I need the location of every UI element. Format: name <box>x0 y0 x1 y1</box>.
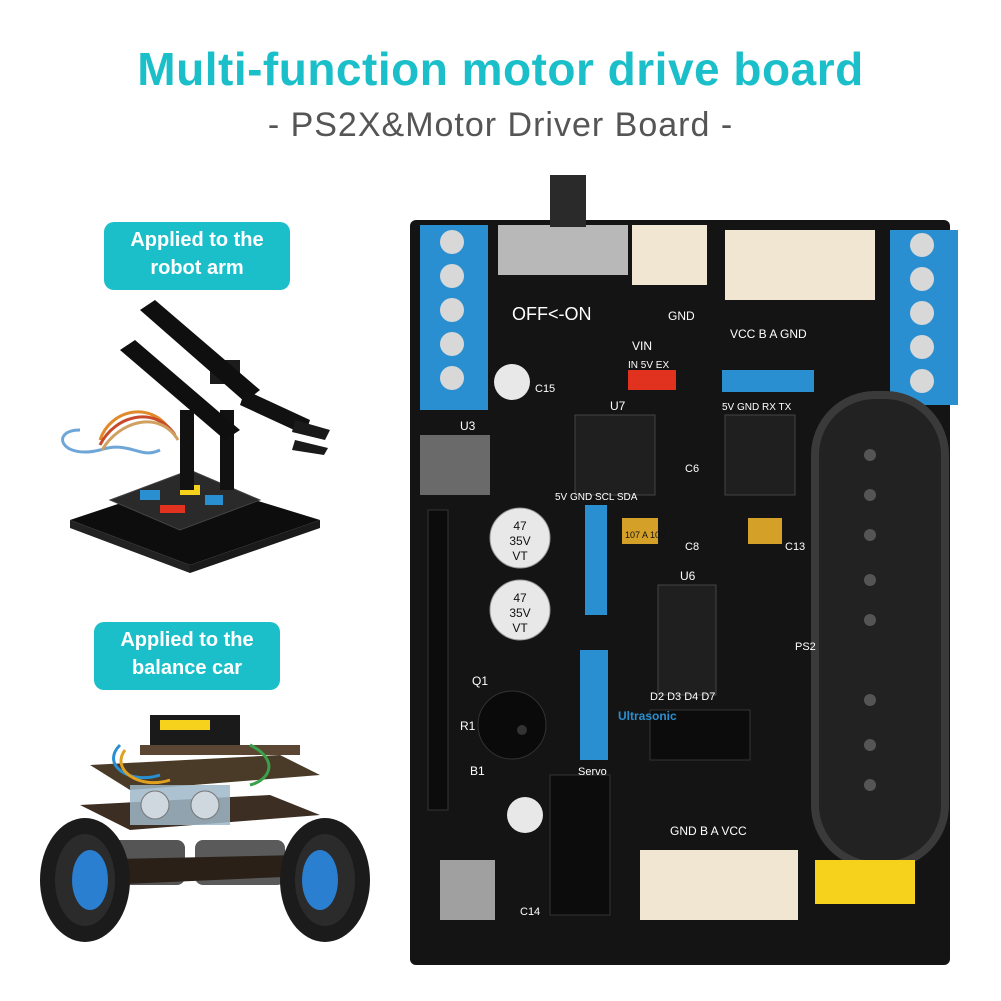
motor-driver-board-photo: 47 35V VT 47 35V VT OFF<-ON VI <box>410 175 958 965</box>
ultrasonic-label: Ultrasonic <box>618 709 677 723</box>
jumper <box>628 370 676 390</box>
yellow-header <box>815 860 915 904</box>
u7-label: U7 <box>610 399 626 413</box>
led-top <box>494 364 530 400</box>
serial-header <box>722 370 814 392</box>
chip-u7 <box>574 414 656 496</box>
regulator-u3 <box>420 435 490 495</box>
balance-car-callout: Applied to the balance car <box>94 622 280 690</box>
robot-arm-callout-line2: robot arm <box>150 257 244 279</box>
c8-label: C8 <box>685 541 699 553</box>
ps2-socket <box>811 391 949 869</box>
balance-car-callout-line1: Applied to the <box>120 629 254 651</box>
page-subtitle: - PS2X&Motor Driver Board - <box>267 106 734 144</box>
serial-header-label: 5V GND RX TX <box>722 402 792 413</box>
tantalum-cap-right <box>748 518 782 544</box>
right-terminal-block <box>890 230 958 405</box>
cap2-series: VT <box>512 621 528 635</box>
bottom-pins-label: GND B A VCC <box>670 824 747 838</box>
led-bottom <box>507 797 543 833</box>
servo-pin-headers <box>549 709 751 916</box>
servo-label: Servo <box>578 766 607 778</box>
top-connector-small <box>632 225 707 285</box>
u6-label: U6 <box>680 569 696 583</box>
robot-arm-callout: Applied to the robot arm <box>104 222 290 290</box>
ultrasonic-header <box>580 650 608 760</box>
r1-label: R1 <box>460 719 476 733</box>
cap1-series: VT <box>512 549 528 563</box>
jumper-label: IN 5V EX <box>628 360 669 371</box>
i2c-header <box>585 505 607 615</box>
balance-car-photo <box>40 715 370 942</box>
c14-label: C14 <box>520 906 540 918</box>
d-pins-label: D2 D3 D4 D7 <box>650 691 715 703</box>
robot-arm-callout-line1: Applied to the <box>130 229 264 251</box>
i2c-label: 5V GND SCL SDA <box>555 492 638 503</box>
cap1-value: 47 <box>513 519 527 533</box>
c15-label: C15 <box>535 383 555 395</box>
c6-label: C6 <box>685 463 699 475</box>
power-switch <box>498 225 628 275</box>
switch-knob <box>550 175 586 227</box>
q1-label: Q1 <box>472 674 488 688</box>
balance-car-callout-line2: balance car <box>131 657 243 679</box>
cap1-voltage: 35V <box>509 534 530 548</box>
bottom-connector <box>640 850 798 920</box>
switch-label: OFF<-ON <box>512 304 592 324</box>
capacitor-2: 47 35V VT <box>489 579 551 641</box>
gnd-top-label: GND <box>668 309 695 323</box>
vcc-b-a-gnd-label: VCC B A GND <box>730 327 807 341</box>
top-connector-large <box>725 230 875 300</box>
chip-u6 <box>657 584 717 696</box>
robot-arm-photo <box>61 300 330 573</box>
vin-label: VIN <box>632 339 652 353</box>
c13-label: C13 <box>785 541 805 553</box>
left-pin-header <box>427 509 449 811</box>
tantalum-label: 107 A 10V <box>625 530 666 540</box>
chip-right <box>724 414 796 496</box>
bottom-component <box>440 860 495 920</box>
cap2-voltage: 35V <box>509 606 530 620</box>
ps2-label: PS2 <box>795 641 816 653</box>
b1-label: B1 <box>470 764 485 778</box>
cap2-value: 47 <box>513 591 527 605</box>
page-title: Multi-function motor drive board <box>137 43 864 95</box>
u3-label: U3 <box>460 419 476 433</box>
buzzer-b1 <box>477 690 547 760</box>
left-terminal-block <box>420 225 488 410</box>
tantalum-cap-left <box>622 518 658 544</box>
capacitor-1: 47 35V VT <box>489 507 551 569</box>
